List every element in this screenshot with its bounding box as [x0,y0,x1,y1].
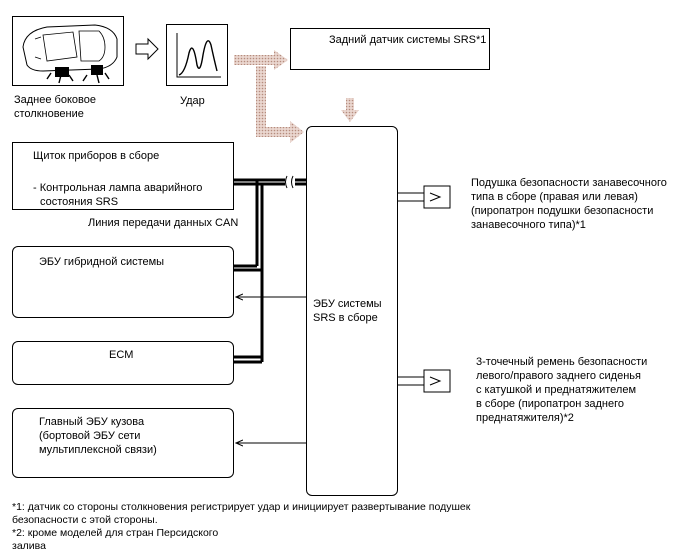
sensor-to-ecu-arrow-icon [341,98,359,122]
seat-belt-line5: преднатяжителя)*2 [476,412,574,424]
car-collision-icon [22,24,118,84]
impact-graph [166,24,228,86]
hybrid-ecu-label: ЭБУ гибридной системы [39,256,165,268]
srs-ecu-line2: SRS в сборе [313,312,378,324]
body-ecu-line3: мультиплексной связи) [39,444,157,456]
can-line-label: Линия передачи данных CAN [88,217,239,229]
collision-caption-line2: столкновение [14,108,84,120]
impact-waveform-icon [176,33,221,78]
body-ecu-line1: Главный ЭБУ кузова [39,416,145,428]
curtain-airbag-line4: занавесочного типа)*1 [471,219,586,231]
srs-ecu-text: ЭБУ системы SRS в сборе [313,297,382,325]
curtain-airbag-connector-icon [398,185,451,209]
footnote-2-line1: *2: кроме моделей для стран Персидского [12,527,219,539]
body-ecu-line2: (бортовой ЭБУ сети [39,430,141,442]
rear-sensor-box: Задний датчик системы SRS*1 [290,28,490,70]
footnote-1-line2: безопасности с этой стороны. [12,514,158,526]
body-ecu-box: Главный ЭБУ кузова (бортовой ЭБУ сети му… [12,408,234,478]
meter-box: Щиток приборов в сборе - Контрольная лам… [12,142,234,210]
can-bus-lines [234,175,306,364]
seat-belt-connector-icon [398,369,451,393]
seat-belt-text: 3-точечный ремень безопасности левого/пр… [476,355,647,425]
collision-caption-line1: Заднее боковое [14,94,96,106]
curtain-airbag-line1: Подушка безопасности занавесочного [471,177,667,189]
srs-ecu-box: ЭБУ системы SRS в сборе [306,126,398,496]
meter-title: Щиток приборов в сборе [33,150,160,162]
curtain-airbag-line3: (пиропатрон подушки безопасности [471,205,654,217]
impact-label: Удар [180,95,205,107]
seat-belt-line3: с катушкой и преднатяжителем [476,384,637,396]
rear-sensor-label: Задний датчик системы SRS*1 [329,34,487,46]
hybrid-ecu-box: ЭБУ гибридной системы [12,246,234,318]
ecm-box: ECM [12,341,234,385]
meter-item-line2: состояния SRS [40,196,119,208]
curtain-airbag-line2: типа в сборе (правая или левая) [471,191,638,203]
seat-belt-line4: в сборе (пиропатрон заднего [476,398,625,410]
curtain-airbag-text: Подушка безопасности занавесочного типа … [471,176,667,232]
flow-arrow-icon [135,37,159,61]
meter-item-line1: - Контрольная лампа аварийного [33,182,203,194]
seat-belt-line2: левого/правого заднего сиденья [476,370,641,382]
footnotes: *1: датчик со стороны столкновения регис… [12,501,470,553]
collision-picture [12,16,124,86]
srs-ecu-line1: ЭБУ системы [313,298,382,310]
impact-to-sensor-arrow-icon [234,50,288,70]
ecm-label: ECM [109,349,134,361]
seat-belt-line1: 3-точечный ремень безопасности [476,356,648,368]
collision-caption: Заднее боковое столкновение [14,93,96,121]
footnote-2-line2: залива [12,540,46,552]
footnote-1-line1: *1: датчик со стороны столкновения регис… [12,501,471,513]
body-ecu-text: Главный ЭБУ кузова (бортовой ЭБУ сети му… [39,415,157,457]
impact-to-ecu-arrow-icon [256,66,304,143]
